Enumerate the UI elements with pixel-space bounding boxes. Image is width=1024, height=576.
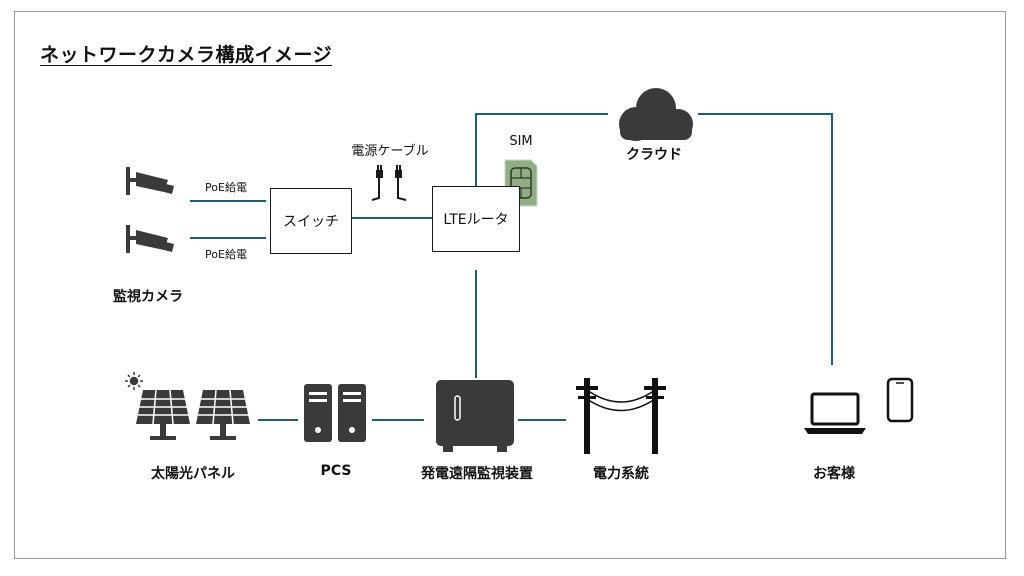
camera-icon — [126, 167, 174, 195]
switch-box: スイッチ — [270, 188, 352, 254]
solar-panel-icon — [196, 389, 250, 440]
poe-label-top: PoE給電 — [205, 181, 247, 194]
customer-label: お客様 — [813, 466, 855, 482]
pcs-label: PCS — [320, 463, 352, 479]
router-box: LTEルータ — [432, 186, 520, 252]
cameras-label: 監視カメラ — [113, 289, 183, 305]
grid-label: 電力系統 — [593, 466, 649, 482]
smartphone-icon — [886, 377, 914, 423]
power-cable-label: 電源ケーブル — [351, 144, 429, 159]
sun-icon — [125, 372, 143, 390]
power-pole-icon — [576, 378, 666, 454]
monitor-device-icon — [436, 380, 514, 452]
laptop-icon — [804, 392, 866, 434]
poe-label-bottom: PoE給電 — [205, 248, 247, 261]
solar-label: 太陽光パネル — [151, 466, 235, 482]
line-cloud-customer — [698, 113, 833, 365]
cloud-label: クラウド — [626, 147, 682, 163]
diagram-frame — [14, 11, 1006, 559]
camera-icon — [126, 225, 174, 253]
pcs-icon — [304, 384, 366, 442]
plug-icon — [371, 165, 407, 201]
sim-label: SIM — [509, 134, 533, 149]
connector-lines — [190, 113, 833, 421]
diagram-title: ネットワークカメラ構成イメージ — [40, 44, 333, 66]
cloud-icon — [619, 88, 693, 141]
solar-panel-icon — [136, 389, 190, 440]
monitor-device-label: 発電遠隔監視装置 — [421, 466, 533, 482]
line-router-cloud — [475, 113, 608, 186]
